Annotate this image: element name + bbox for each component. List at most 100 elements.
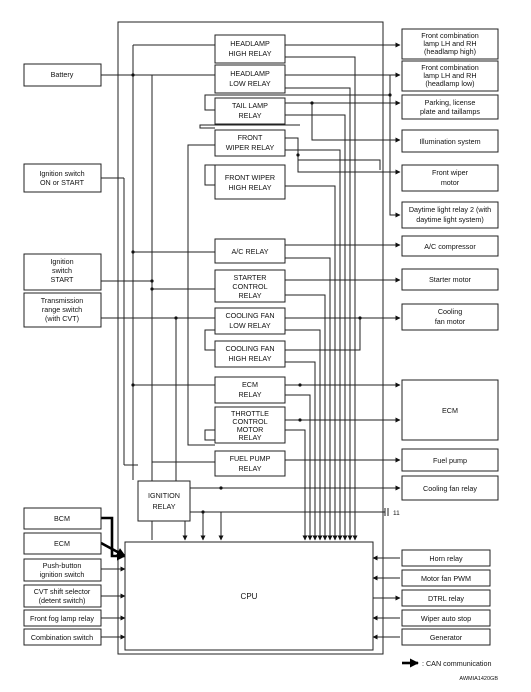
svg-text:CPU: CPU: [241, 592, 258, 601]
svg-text:Horn relay: Horn relay: [429, 554, 463, 563]
svg-text:plate and taillamps: plate and taillamps: [420, 107, 480, 116]
svg-text:TAIL LAMP: TAIL LAMP: [232, 101, 268, 110]
front-wiper-high-relay: FRONT WIPER HIGH RELAY: [214, 164, 286, 200]
ignition-on-start-box: Ignition switch ON or START: [23, 163, 102, 193]
svg-text:lamp LH and RH: lamp LH and RH: [423, 71, 476, 80]
svg-text:ON or START: ON or START: [40, 178, 85, 187]
svg-text:Ignition switch: Ignition switch: [39, 169, 84, 178]
ecm-input-box: ECM: [23, 532, 102, 555]
cooling-fan-high-relay: COOLING FAN HIGH RELAY: [214, 340, 286, 368]
ignition-relay: IGNITION RELAY: [137, 480, 191, 522]
svg-text:HIGH RELAY: HIGH RELAY: [228, 49, 271, 58]
svg-text:STARTER: STARTER: [234, 273, 267, 282]
svg-text:A/C compressor: A/C compressor: [424, 242, 476, 251]
svg-text:switch: switch: [52, 266, 72, 275]
svg-text:WIPER RELAY: WIPER RELAY: [226, 143, 275, 152]
bcm-input-box: BCM: [23, 507, 102, 530]
transmission-range-box: Transmission range switch (with CVT): [23, 292, 102, 328]
svg-text:Transmission: Transmission: [41, 296, 83, 305]
front-wiper-relay: FRONT WIPER RELAY: [214, 129, 286, 157]
svg-text:ECM: ECM: [54, 539, 70, 548]
front-fog-box: Front fog lamp relay: [23, 609, 102, 627]
svg-text:COOLING FAN: COOLING FAN: [225, 344, 274, 353]
cpu-block: CPU: [124, 541, 374, 651]
horn-relay-box: Horn relay: [401, 549, 491, 567]
svg-text:THROTTLE: THROTTLE: [231, 409, 269, 418]
svg-text:COOLING FAN: COOLING FAN: [225, 311, 274, 320]
svg-text:(headlamp low): (headlamp low): [425, 79, 474, 88]
svg-text:Cooling fan relay: Cooling fan relay: [423, 484, 477, 493]
wiper-auto-stop-box: Wiper auto stop: [401, 609, 491, 627]
daytime-light-output: Daytime light relay 2 (with daytime ligh…: [401, 201, 499, 229]
starter-control-relay: STARTER CONTROL RELAY: [214, 269, 286, 303]
svg-text:RELAY: RELAY: [152, 502, 175, 511]
svg-text:Fuel pump: Fuel pump: [433, 456, 467, 465]
svg-text:Generator: Generator: [430, 633, 463, 642]
svg-text:Front combination: Front combination: [421, 63, 479, 72]
cvt-selector-box: CVT shift selector (detent switch): [23, 584, 102, 608]
legend: : CAN communication: [402, 658, 492, 668]
svg-text:LOW RELAY: LOW RELAY: [229, 321, 271, 330]
headlamp-low-output: Front combination lamp LH and RH (headla…: [401, 60, 499, 92]
svg-text:HEADLAMP: HEADLAMP: [230, 69, 270, 78]
svg-text:LOW RELAY: LOW RELAY: [229, 79, 271, 88]
dtrl-relay-box: DTRL relay: [401, 589, 491, 607]
ipdm-frame: [117, 21, 384, 655]
svg-text:(headlamp high): (headlamp high): [424, 47, 476, 56]
battery-box: Battery: [23, 63, 102, 87]
svg-text:Starter motor: Starter motor: [429, 275, 472, 284]
wire-marker: 11: [393, 510, 400, 517]
svg-text:Combination switch: Combination switch: [31, 633, 93, 642]
svg-text:RELAY: RELAY: [238, 464, 261, 473]
svg-text:Parking, license: Parking, license: [425, 98, 476, 107]
cooling-fan-relay-output: Cooling fan relay: [401, 475, 499, 501]
push-button-box: Push-button ignition switch: [23, 558, 102, 582]
ac-relay: A/C RELAY: [214, 238, 286, 264]
cooling-fan-motor-output: Cooling fan motor: [401, 303, 499, 331]
svg-text:START: START: [51, 275, 75, 284]
svg-text:motor: motor: [441, 178, 460, 187]
svg-text:Front fog lamp relay: Front fog lamp relay: [30, 614, 94, 623]
fuel-pump-relay: FUEL PUMP RELAY: [214, 450, 286, 477]
svg-text:Push-button: Push-button: [43, 561, 82, 570]
svg-text:RELAY: RELAY: [238, 433, 261, 442]
svg-text:RELAY: RELAY: [238, 390, 261, 399]
headlamp-high-output: Front combination lamp LH and RH (headla…: [401, 28, 499, 60]
tail-lamp-relay: TAIL LAMP RELAY: [214, 97, 286, 125]
svg-text:HEADLAMP: HEADLAMP: [230, 39, 270, 48]
svg-text:FRONT WIPER: FRONT WIPER: [225, 173, 275, 182]
legend-label: : CAN communication: [422, 659, 492, 668]
ignition-start-box: Ignition switch START: [23, 253, 102, 291]
svg-text:RELAY: RELAY: [238, 111, 261, 120]
svg-text:daytime light system): daytime light system): [416, 215, 484, 224]
ecm-output: ECM: [401, 379, 499, 441]
svg-text:Daytime light relay 2 (with: Daytime light relay 2 (with: [409, 205, 491, 214]
svg-text:MOTOR: MOTOR: [237, 425, 264, 434]
svg-text:Battery: Battery: [51, 70, 74, 79]
cooling-fan-low-relay: COOLING FAN LOW RELAY: [214, 307, 286, 335]
starter-motor-output: Starter motor: [401, 268, 499, 291]
svg-text:(detent switch): (detent switch): [39, 596, 86, 605]
svg-text:range switch: range switch: [42, 305, 82, 314]
generator-box: Generator: [401, 628, 491, 646]
svg-text:FUEL PUMP: FUEL PUMP: [230, 454, 271, 463]
ecm-relay: ECM RELAY: [214, 376, 286, 404]
svg-text:ECM: ECM: [242, 380, 258, 389]
svg-text:Wiper auto stop: Wiper auto stop: [421, 614, 471, 623]
illumination-output: Illumination system: [401, 129, 499, 153]
svg-text:CONTROL: CONTROL: [232, 417, 267, 426]
front-wiper-motor-output: Front wiper motor: [401, 164, 499, 192]
svg-text:CVT shift selector: CVT shift selector: [34, 587, 91, 596]
svg-text:lamp LH and RH: lamp LH and RH: [423, 39, 476, 48]
figure-id: AWMIA1420GB: [459, 676, 498, 682]
motor-fan-pwm-box: Motor fan PWM: [401, 569, 491, 587]
ac-compressor-output: A/C compressor: [401, 235, 499, 257]
svg-text:Front wiper: Front wiper: [432, 168, 469, 177]
svg-text:Motor fan PWM: Motor fan PWM: [421, 574, 471, 583]
svg-text:HIGH RELAY: HIGH RELAY: [228, 183, 271, 192]
svg-text:RELAY: RELAY: [238, 291, 261, 300]
combination-switch-box: Combination switch: [23, 628, 102, 646]
svg-text:CONTROL: CONTROL: [232, 282, 267, 291]
svg-text:BCM: BCM: [54, 514, 70, 523]
